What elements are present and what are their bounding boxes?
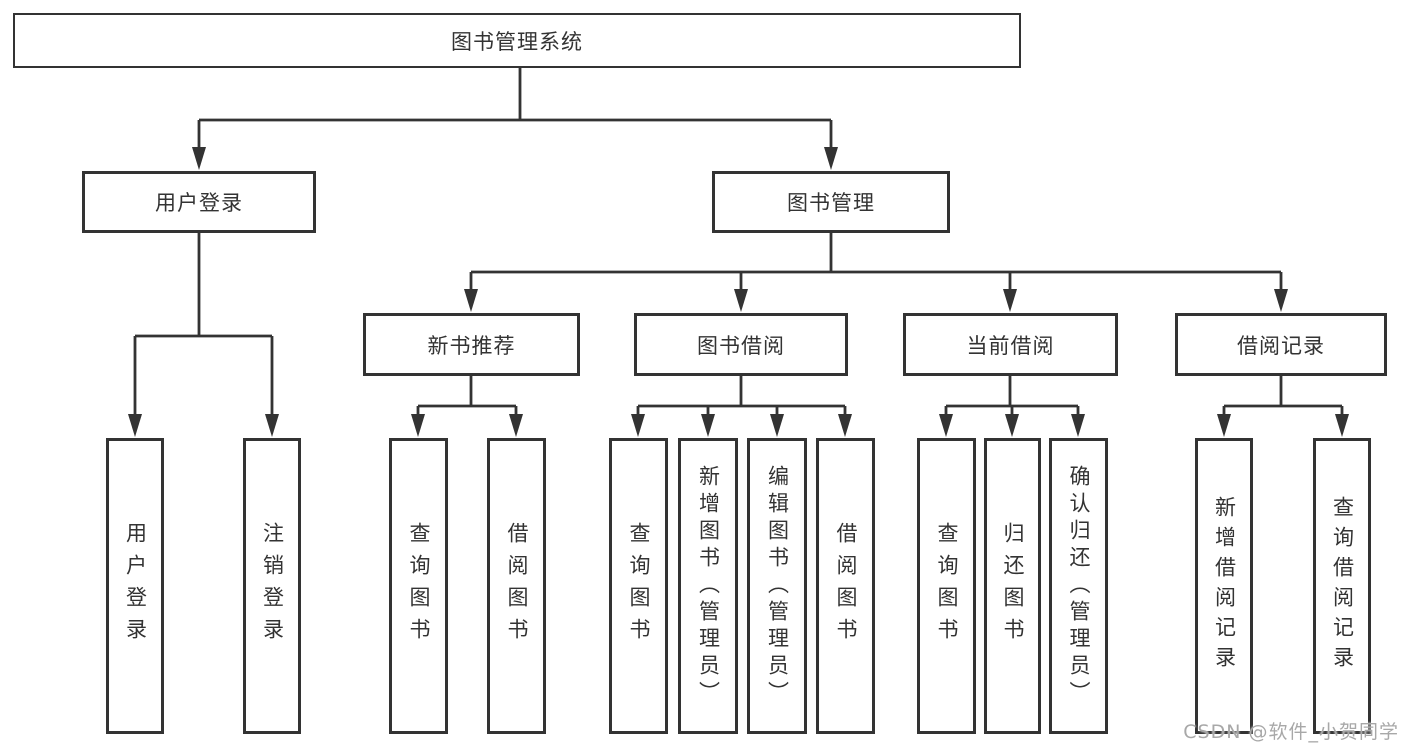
node-leaf-logout-label: 注销登录 xyxy=(260,522,285,650)
arrowheads xyxy=(128,147,1349,437)
node-new-book-recommend: 新书推荐 xyxy=(363,313,580,376)
node-user-login-branch-label: 用户登录 xyxy=(155,191,243,215)
node-book-borrowing: 图书借阅 xyxy=(634,313,848,376)
node-borrowing-records: 借阅记录 xyxy=(1175,313,1387,376)
node-book-borrowing-label: 图书借阅 xyxy=(697,333,785,358)
node-user-login-branch: 用户登录 xyxy=(82,171,316,233)
node-leaf-add-books-admin: 新增图书（管理员） xyxy=(678,438,738,734)
node-leaf-add-borrow-record-label: 新增借阅记录 xyxy=(1212,496,1237,676)
node-library-management-system-label: 图书管理系统 xyxy=(451,29,583,54)
node-leaf-query-borrow-record-label: 查询借阅记录 xyxy=(1330,496,1355,676)
node-borrowing-records-label: 借阅记录 xyxy=(1237,333,1325,358)
node-leaf-borrow-books-2: 借阅图书 xyxy=(816,438,875,734)
csdn-watermark: CSDN @软件_小贺同学 xyxy=(1183,721,1399,743)
node-leaf-add-books-admin-label: 新增图书（管理员） xyxy=(696,464,721,708)
node-leaf-query-books-2: 查询图书 xyxy=(609,438,668,734)
node-book-management-label: 图书管理 xyxy=(787,191,875,215)
node-current-borrowing-label: 当前借阅 xyxy=(966,333,1055,358)
node-leaf-add-borrow-record: 新增借阅记录 xyxy=(1195,438,1253,734)
node-leaf-logout: 注销登录 xyxy=(243,438,301,734)
node-leaf-borrow-books-2-label: 借阅图书 xyxy=(834,522,859,650)
node-leaf-user-login-label: 用户登录 xyxy=(123,522,148,650)
node-leaf-return-books: 归还图书 xyxy=(984,438,1041,734)
node-leaf-confirm-return-admin: 确认归还（管理员） xyxy=(1049,438,1108,734)
node-leaf-query-books-1: 查询图书 xyxy=(389,438,448,734)
node-leaf-user-login: 用户登录 xyxy=(106,438,164,734)
node-leaf-query-books-1-label: 查询图书 xyxy=(407,522,432,650)
node-leaf-query-borrow-record: 查询借阅记录 xyxy=(1313,438,1371,734)
node-leaf-query-books-3-label: 查询图书 xyxy=(935,522,960,650)
node-leaf-query-books-3: 查询图书 xyxy=(917,438,976,734)
node-leaf-query-books-2-label: 查询图书 xyxy=(627,522,652,650)
node-leaf-edit-books-admin: 编辑图书（管理员） xyxy=(747,438,807,734)
node-new-book-recommend-label: 新书推荐 xyxy=(427,333,516,358)
node-leaf-borrow-books-1: 借阅图书 xyxy=(487,438,546,734)
node-leaf-edit-books-admin-label: 编辑图书（管理员） xyxy=(765,464,790,708)
node-library-management-system: 图书管理系统 xyxy=(13,13,1021,68)
node-current-borrowing: 当前借阅 xyxy=(903,313,1118,376)
node-leaf-confirm-return-admin-label: 确认归还（管理员） xyxy=(1067,464,1092,708)
node-book-management: 图书管理 xyxy=(712,171,950,233)
node-leaf-borrow-books-1-label: 借阅图书 xyxy=(505,522,530,650)
node-leaf-return-books-label: 归还图书 xyxy=(1001,522,1026,650)
